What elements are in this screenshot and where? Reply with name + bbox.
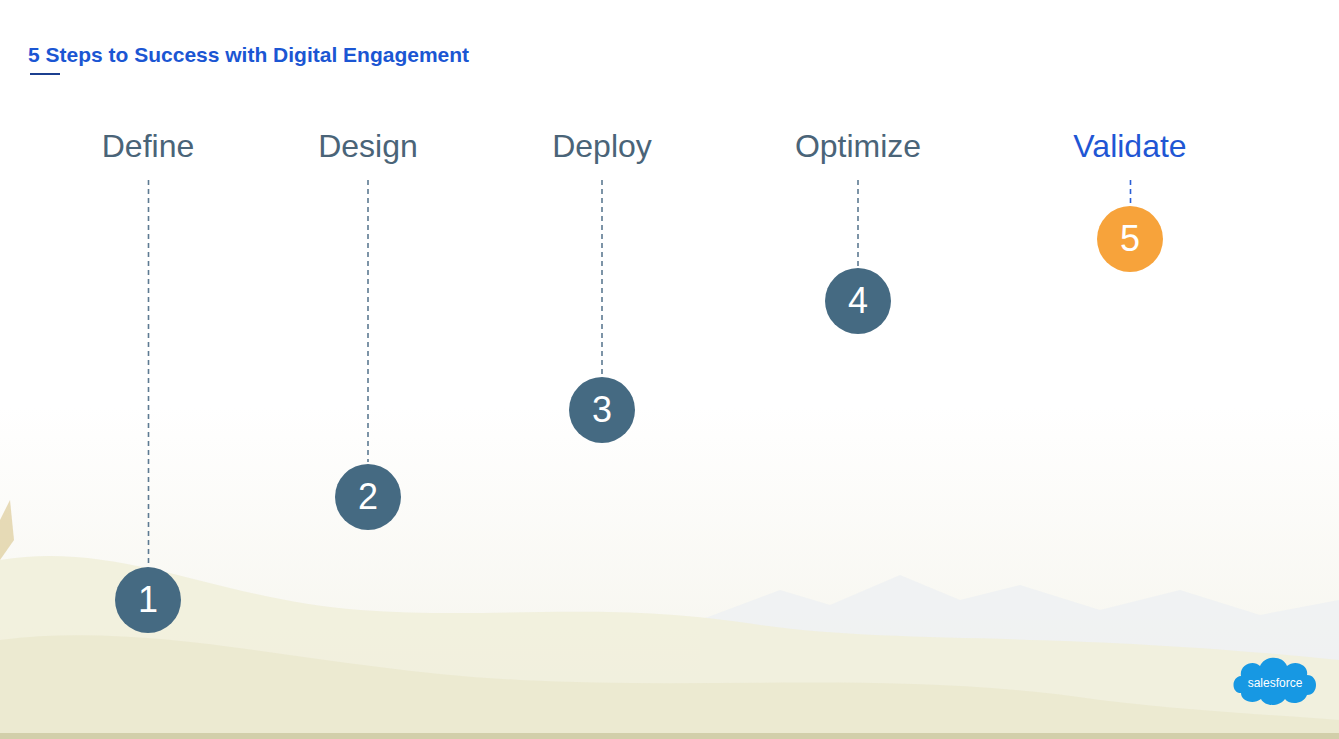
step-circle: 4 bbox=[825, 268, 891, 334]
step-column: Deploy 3 bbox=[544, 126, 660, 443]
step-circle: 1 bbox=[115, 567, 181, 633]
step-number: 5 bbox=[1120, 221, 1140, 257]
step-heading: Define bbox=[94, 126, 203, 166]
logo-wordmark: salesforce bbox=[1248, 676, 1303, 690]
step-number: 4 bbox=[848, 283, 868, 319]
step-heading: Validate bbox=[1066, 126, 1195, 166]
step-circle: 3 bbox=[569, 377, 635, 443]
step-number: 3 bbox=[592, 392, 612, 428]
step-number: 2 bbox=[358, 479, 378, 515]
step-column: Design 2 bbox=[310, 126, 426, 530]
step-heading: Design bbox=[310, 126, 426, 166]
step-heading: Deploy bbox=[544, 126, 660, 166]
slide-title: 5 Steps to Success with Digital Engageme… bbox=[28, 43, 469, 67]
step-circle: 5 bbox=[1097, 206, 1163, 272]
step-column: Optimize 4 bbox=[787, 126, 929, 334]
step-heading: Optimize bbox=[787, 126, 929, 166]
step-circle: 2 bbox=[335, 464, 401, 530]
dashed-leader bbox=[94, 126, 203, 633]
step-column: Validate 5 bbox=[1066, 126, 1195, 272]
step-column: Define 1 bbox=[94, 126, 203, 633]
step-number: 1 bbox=[138, 582, 158, 618]
